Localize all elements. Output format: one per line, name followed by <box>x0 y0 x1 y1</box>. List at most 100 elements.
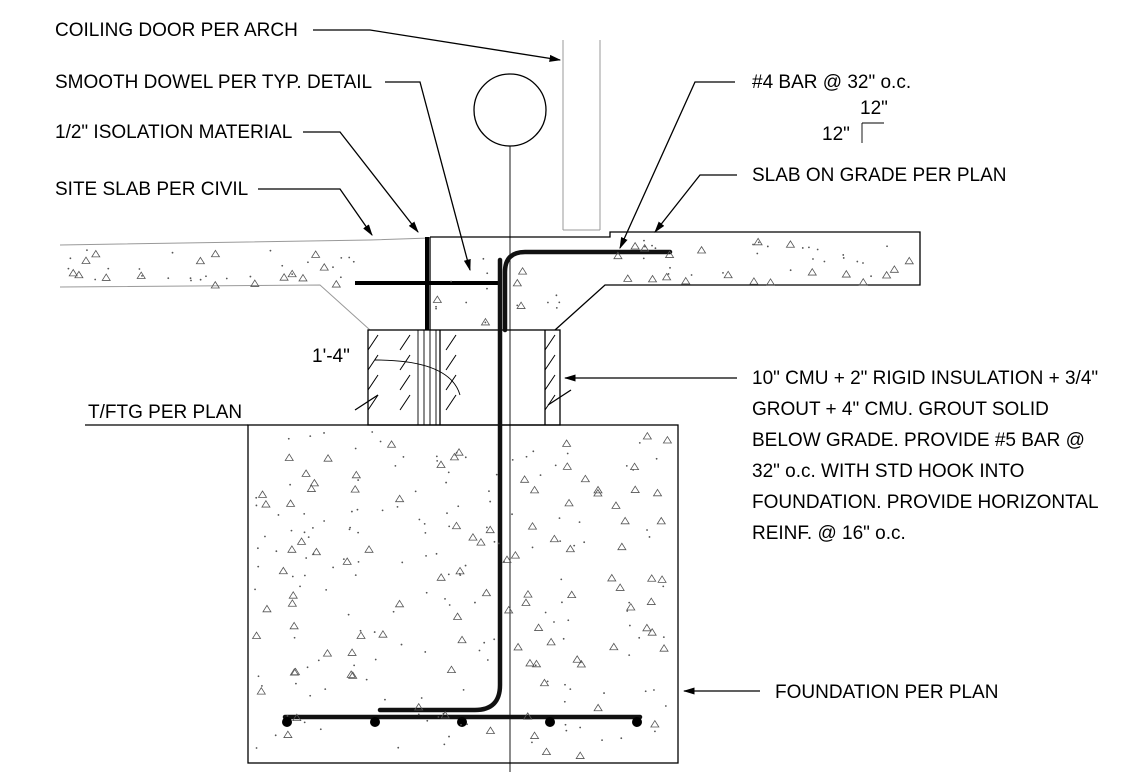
aggregate-mark <box>348 671 358 679</box>
aggregate-mark <box>615 583 625 591</box>
aggregate-dot <box>435 552 438 555</box>
aggregate-dot <box>309 694 312 697</box>
aggregate-mark <box>287 545 297 553</box>
aggregate-dot <box>332 566 335 569</box>
aggregate-dot <box>423 522 426 525</box>
label-bar4: #4 BAR @ 32" o.c. <box>752 72 911 93</box>
aggregate-dot <box>462 688 465 691</box>
aggregate-dot <box>255 504 258 507</box>
aggregate-dot <box>420 697 423 699</box>
aggregate-dot <box>94 278 97 281</box>
aggregate-dot <box>332 266 334 269</box>
aggregate-mark <box>661 272 672 281</box>
aggregate-dot <box>558 301 561 304</box>
aggregate-mark <box>74 270 84 279</box>
aggregate-mark <box>642 623 652 632</box>
aggregate-dot <box>620 737 623 740</box>
aggregate-mark <box>629 462 640 471</box>
aggregate-dot <box>293 636 296 639</box>
aggregate-mark <box>664 250 675 258</box>
aggregate-dot <box>642 257 645 260</box>
aggregate-mark <box>279 273 289 281</box>
aggregate-dot <box>418 518 421 521</box>
aggregate-mark <box>309 478 320 487</box>
aggregate-mark <box>613 251 623 260</box>
aggregate-dot <box>531 546 534 549</box>
label-isolation-material: 1/2" ISOLATION MATERIAL <box>55 122 292 143</box>
aggregate-mark <box>841 269 852 278</box>
aggregate-dot <box>291 575 294 578</box>
aggregate-dot <box>141 274 143 277</box>
aggregate-dot <box>269 249 272 252</box>
aggregate-dot <box>539 474 542 477</box>
aggregate-dot <box>662 585 665 588</box>
aggregate-mark <box>657 575 667 583</box>
aggregate-mark <box>446 665 457 674</box>
aggregate-dot <box>437 716 440 718</box>
aggregate-dot <box>628 654 631 657</box>
aggregate-mark <box>652 488 663 497</box>
aggregate-mark <box>681 276 691 285</box>
aggregate-dot <box>816 248 819 251</box>
aggregate-dot <box>303 531 306 534</box>
aggregate-dot <box>643 239 645 242</box>
label-foundation: FOUNDATION PER PLAN <box>775 682 998 703</box>
aggregate-mark <box>452 612 463 620</box>
aggregate-mark <box>261 499 271 508</box>
aggregate-mark <box>611 501 621 509</box>
cmu-note-line-2: GROUT + 4" CMU. GROUT SOLID <box>752 399 1049 420</box>
aggregate-mark <box>513 642 523 651</box>
aggregate-dot <box>547 301 549 304</box>
site-slab <box>59 237 431 331</box>
aggregate-mark <box>195 256 206 265</box>
aggregate-dot <box>426 719 429 722</box>
aggregate-dot <box>190 279 192 282</box>
aggregate-dot <box>662 636 665 639</box>
aggregate-dot <box>486 659 489 661</box>
aggregate-dot <box>546 680 549 683</box>
aggregate-dot <box>446 512 448 515</box>
aggregate-mark <box>502 555 512 563</box>
aggregate-dot <box>495 473 498 476</box>
aggregate-mark <box>749 277 759 285</box>
aggregate-mark <box>646 574 657 582</box>
aggregate-dot <box>324 688 327 690</box>
aggregate-mark <box>306 484 317 492</box>
aggregate-dot <box>312 527 314 529</box>
aggregate-dot <box>435 305 437 308</box>
aggregate-mark <box>647 274 658 283</box>
aggregate-dot <box>319 728 322 731</box>
aggregate-dot <box>295 682 297 685</box>
aggregate-dot <box>257 675 260 678</box>
aggregate-mark <box>642 431 653 440</box>
aggregate-dot <box>460 723 462 726</box>
aggregate-mark <box>91 249 101 258</box>
aggregate-dot <box>277 514 280 516</box>
aggregate-dot <box>562 637 565 640</box>
aggregate-mark <box>564 498 574 507</box>
aggregate-mark <box>455 566 465 575</box>
aggregate-dot <box>534 664 537 667</box>
aggregate-dot <box>289 483 292 486</box>
aggregate-dot <box>448 735 450 738</box>
aggregate-mark <box>572 655 582 663</box>
aggregate-dot <box>569 688 572 691</box>
aggregate-mark <box>539 678 550 687</box>
aggregate-mark <box>298 273 308 282</box>
aggregate-mark <box>522 712 533 720</box>
aggregate-mark <box>364 545 374 553</box>
aggregate-mark <box>626 602 636 611</box>
aggregate-mark <box>451 521 462 530</box>
aggregate-dot <box>525 455 528 458</box>
aggregate-dot <box>455 451 458 454</box>
aggregate-mark <box>566 590 577 599</box>
aggregate-mark <box>527 521 538 530</box>
aggregate-mark <box>765 278 776 286</box>
aggregate-mark <box>562 462 573 470</box>
aggregate-mark <box>630 485 640 493</box>
aggregate-mark <box>646 597 656 605</box>
rebar <box>282 249 673 720</box>
aggregate-dot <box>465 301 468 304</box>
aggregate-dot <box>450 280 452 283</box>
aggregate-dot <box>628 601 631 604</box>
